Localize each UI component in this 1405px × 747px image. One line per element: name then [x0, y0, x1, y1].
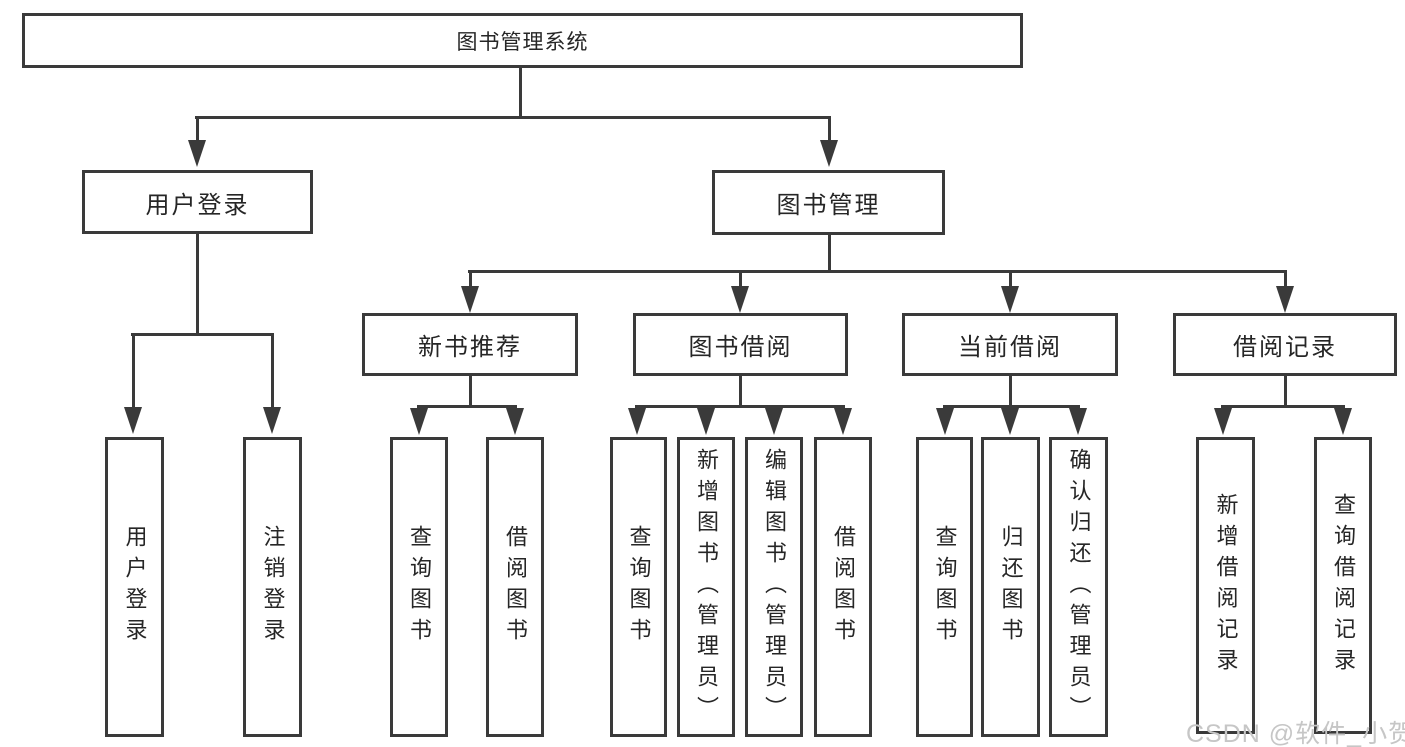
arrowhead-down-icon [188, 140, 206, 167]
connector-drop-borrow-record [1284, 270, 1287, 288]
connector-user-login-branch [131, 333, 274, 336]
node-current-borrow: 当前借阅 [902, 313, 1118, 376]
arrowhead-down-icon [936, 408, 954, 435]
node-user-login-label: 用户登录 [145, 191, 250, 219]
connector-borrow-record-branch [1221, 405, 1345, 408]
node-borrow-books-recommend: 借阅图书 [486, 437, 544, 737]
csdn-watermark: CSDN @软件_小贺同学 [1186, 720, 1405, 747]
arrowhead-down-icon [731, 286, 749, 313]
connector-drop-user-login [196, 116, 199, 142]
arrowhead-down-icon [1001, 286, 1019, 313]
connector-borrow-record-stem [1284, 374, 1287, 408]
arrowhead-down-icon [1001, 408, 1019, 435]
node-user-login-action: 用户登录 [105, 437, 164, 737]
connector-book-borrow-stem [739, 374, 742, 408]
arrowhead-down-icon [628, 408, 646, 435]
arrowhead-down-icon [834, 408, 852, 435]
connector-root-stem [519, 66, 522, 118]
arrowhead-down-icon [1214, 408, 1232, 435]
node-user-login: 用户登录 [82, 170, 313, 234]
node-book-management-label: 图书管理 [776, 192, 881, 219]
node-book-management: 图书管理 [712, 170, 945, 235]
node-new-book-recommend: 新书推荐 [362, 313, 578, 376]
connector-user-login-stem [196, 232, 199, 335]
connector-level3-branch [468, 270, 1287, 273]
connector-book-borrow-branch [635, 405, 845, 408]
arrowhead-down-icon [263, 407, 281, 434]
node-return-books: 归还图书 [981, 437, 1040, 737]
node-root-label: 图书管理系统 [456, 30, 589, 54]
connector-drop-book-borrow [739, 270, 742, 288]
node-add-books-admin: 新增图书（管理员） [677, 437, 735, 737]
node-query-books-recommend: 查询图书 [390, 437, 448, 737]
node-query-borrow-record: 查询借阅记录 [1314, 437, 1372, 734]
node-add-borrow-record: 新增借阅记录 [1196, 437, 1255, 734]
arrowhead-down-icon [1069, 408, 1087, 435]
node-logout: 注销登录 [243, 437, 302, 737]
arrowhead-down-icon [410, 408, 428, 435]
connector-book-management-stem [828, 233, 831, 273]
node-current-borrow-label: 当前借阅 [958, 334, 1062, 361]
node-root: 图书管理系统 [22, 13, 1023, 68]
arrowhead-down-icon [1334, 408, 1352, 435]
arrowhead-down-icon [461, 286, 479, 313]
arrowhead-down-icon [697, 408, 715, 435]
node-borrow-record-label: 借阅记录 [1233, 334, 1337, 361]
connector-new-book-branch [417, 405, 517, 408]
connector-drop-leaf [271, 333, 274, 411]
node-query-books-current: 查询图书 [916, 437, 973, 737]
arrowhead-down-icon [1276, 286, 1294, 313]
connector-drop-leaf [132, 333, 135, 411]
arrowhead-down-icon [124, 407, 142, 434]
connector-new-book-stem [469, 374, 472, 408]
node-confirm-return-admin: 确认归还（管理员） [1049, 437, 1108, 737]
node-edit-books-admin: 编辑图书（管理员） [745, 437, 803, 737]
connector-level2-branch [195, 116, 831, 119]
node-query-books-borrow: 查询图书 [610, 437, 667, 737]
connector-drop-current-borrow [1009, 270, 1012, 288]
arrowhead-down-icon [506, 408, 524, 435]
node-borrow-record: 借阅记录 [1173, 313, 1397, 376]
arrowhead-down-icon [765, 408, 783, 435]
node-borrow-books-borrow: 借阅图书 [814, 437, 872, 737]
connector-drop-new-book [469, 270, 472, 288]
node-book-borrow: 图书借阅 [633, 313, 848, 376]
arrowhead-down-icon [820, 140, 838, 167]
node-book-borrow-label: 图书借阅 [688, 334, 793, 361]
connector-current-borrow-stem [1009, 374, 1012, 408]
node-new-book-recommend-label: 新书推荐 [418, 334, 522, 361]
connector-drop-book-management [828, 116, 831, 142]
connector-current-borrow-branch [943, 405, 1080, 408]
